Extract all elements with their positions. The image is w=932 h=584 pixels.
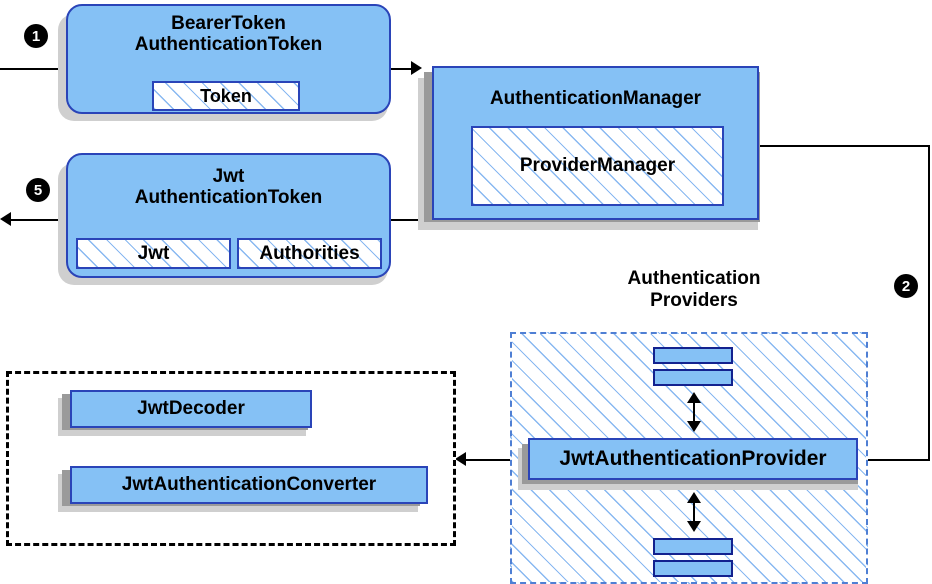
provider-placeholder-bar-top-1 [653, 347, 733, 364]
jwt-decoder-node: JwtDecoder [70, 390, 312, 428]
provider-placeholder-bar-bottom-2 [653, 560, 733, 577]
provider-placeholder-bar-bottom-1 [653, 538, 733, 555]
arrowhead-response-out [0, 212, 11, 226]
connector-provider-link-top [693, 394, 695, 430]
step-marker-2: 2 [894, 274, 918, 298]
arrowhead-provider-link-top-up [687, 392, 701, 403]
bearer-token-node: BearerToken AuthenticationToken Token [66, 4, 391, 114]
jwt-authentication-provider-node: JwtAuthenticationProvider [528, 438, 858, 480]
jwt-token-node: Jwt AuthenticationToken Jwt Authorities [66, 153, 391, 278]
jwt-token-title: Jwt AuthenticationToken [134, 166, 323, 209]
arrowhead-provider-link-bottom-down [687, 521, 701, 532]
bearer-token-title: BearerToken AuthenticationToken [134, 13, 323, 56]
step-marker-1: 1 [24, 24, 48, 48]
connector-manager-to-providers-side [928, 145, 930, 459]
jwt-authentication-converter-node: JwtAuthenticationConverter [70, 466, 428, 504]
bearer-token-chip-token: Token [152, 81, 300, 111]
jwt-token-chip-jwt: Jwt [76, 238, 231, 269]
arrowhead-provider-link-bottom-up [687, 492, 701, 503]
connector-provider-to-support [466, 459, 524, 461]
authentication-manager-node: AuthenticationManager ProviderManager [432, 66, 759, 220]
provider-placeholder-bar-top-2 [653, 369, 733, 386]
arrowhead-request-in [411, 61, 422, 75]
authentication-manager-title: AuthenticationManager [489, 88, 702, 109]
connector-providers-inbound [866, 459, 930, 461]
jwt-token-chip-authorities: Authorities [237, 238, 382, 269]
authentication-manager-chip-providermanager: ProviderManager [471, 126, 724, 206]
connector-provider-link-bottom [693, 494, 695, 530]
connector-manager-to-providers-top [758, 145, 930, 147]
arrowhead-provider-to-support [455, 452, 466, 466]
step-marker-5: 5 [26, 178, 50, 202]
arrowhead-provider-link-top-down [687, 421, 701, 432]
authentication-providers-label: Authentication Providers [627, 268, 761, 311]
